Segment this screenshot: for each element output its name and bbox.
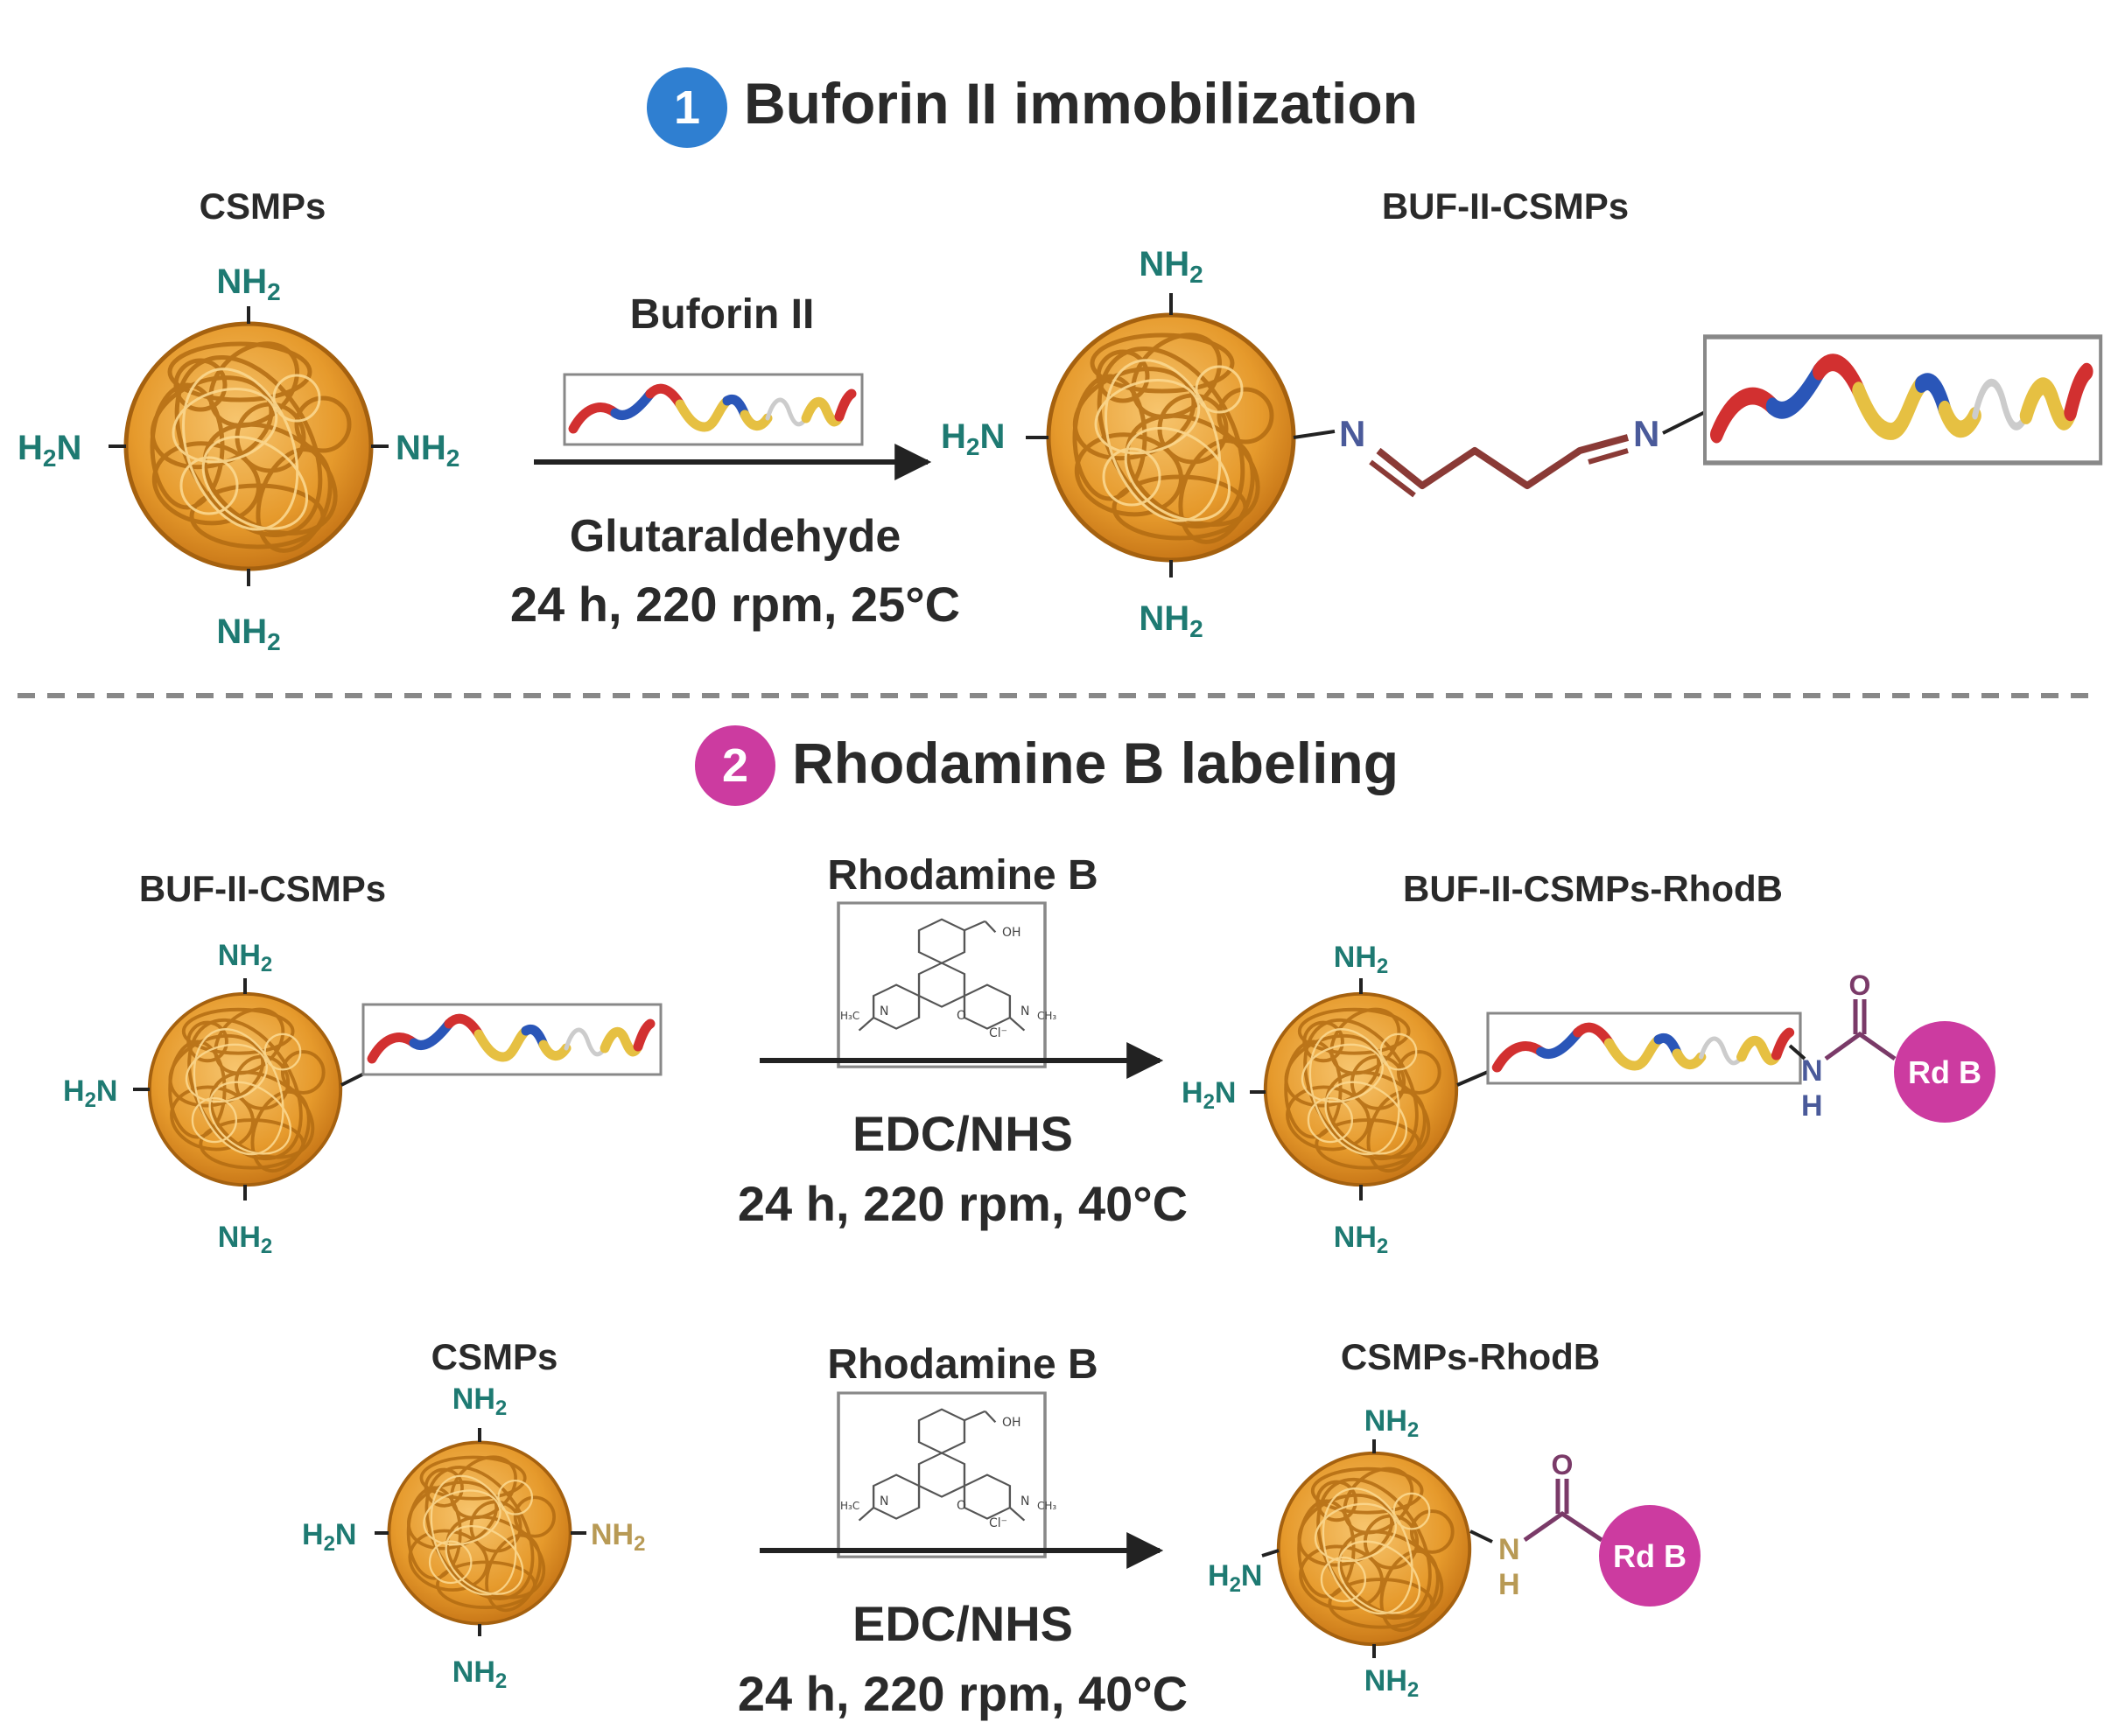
step-1-badge (647, 67, 727, 148)
amine-left-2: H2N (941, 417, 1005, 460)
row2-right-amine-left: H2N (1208, 1559, 1262, 1597)
row1-rhod-ch3: CH₃ (1037, 1010, 1056, 1022)
row2-coupling: EDC/NHS (852, 1596, 1073, 1651)
row1-rhod-cl: Cl⁻ (989, 1026, 1007, 1040)
imine-n-left: N (1339, 413, 1365, 454)
row2-left-amine-bottom: NH2 (452, 1656, 507, 1693)
row2-right-label: CSMPs-RhodB (1341, 1336, 1600, 1377)
amine-bottom: NH2 (216, 612, 280, 655)
step-2-title: Rhodamine B labeling (792, 731, 1399, 795)
row2-right-sphere (1276, 1451, 1472, 1647)
row1-rhod-n-right: N (1020, 1004, 1029, 1018)
row2-left-amine-right: NH2 (591, 1518, 645, 1556)
step-1-title: Buforin II immobilization (744, 71, 1418, 136)
step-1-number: 1 (674, 81, 700, 134)
glutaraldehyde-label: Glutaraldehyde (570, 511, 901, 562)
row1-amide-n: N (1801, 1054, 1823, 1088)
row1-rhod-o: O (957, 1009, 966, 1023)
row2-left-amine-top: NH2 (452, 1382, 507, 1420)
row2-amide-h: H (1498, 1568, 1520, 1601)
row1-right-amine-bottom: NH2 (1334, 1221, 1388, 1258)
row2-rdb-label: Rd B (1613, 1538, 1687, 1574)
row1-rdb-circle (1894, 1021, 1995, 1123)
row1-rhod-n-left: N (880, 1004, 888, 1018)
row2-rhod-oh: OH (1002, 1416, 1021, 1430)
row2-conditions: 24 h, 220 rpm, 40°C (738, 1666, 1188, 1721)
row2-left-sphere (387, 1440, 572, 1626)
row1-left-label: BUF-II-CSMPs (139, 868, 386, 909)
row1-reagent-label: Rhodamine B (827, 852, 1098, 899)
amine-top-2: NH2 (1139, 245, 1203, 288)
imine-n-right: N (1633, 413, 1659, 454)
row2-right-amine-top: NH2 (1364, 1404, 1419, 1442)
row1-left-sphere (147, 991, 343, 1187)
row1-rhod-oh: OH (1002, 926, 1021, 940)
amine-top: NH2 (216, 262, 280, 305)
row2-reagent-label: Rhodamine B (827, 1341, 1098, 1388)
csmps-label: CSMPs (200, 186, 326, 227)
row1-left-peptide-icon (363, 1004, 661, 1074)
row1-left-amine-top: NH2 (218, 939, 272, 976)
amine-left: H2N (18, 429, 81, 472)
immobilized-peptide-icon (1705, 337, 2100, 463)
csmps-sphere (126, 324, 371, 569)
row1-amide-h: H (1801, 1089, 1823, 1123)
row1-right-peptide-icon (1488, 1013, 1800, 1083)
amine-right: NH2 (396, 429, 459, 472)
buforin-ii-peptide-icon (565, 374, 862, 444)
buforin-ii-label: Buforin II (630, 291, 815, 338)
amine-bottom-2: NH2 (1139, 599, 1203, 642)
row2-left-amine-left: H2N (302, 1518, 356, 1556)
row1-right-amine-top: NH2 (1334, 941, 1388, 978)
glutaraldehyde-linker (1376, 434, 1630, 489)
row1-rdb-label: Rd B (1908, 1054, 1981, 1090)
step-2-badge (695, 725, 775, 806)
row1-rhod-h3c: H₃C (840, 1010, 859, 1022)
row1-left-amine-bottom: NH2 (218, 1221, 272, 1258)
row1-left-amine-left: H2N (63, 1074, 117, 1112)
row2-carbonyl-o: O (1552, 1449, 1574, 1480)
step-2-number: 2 (722, 739, 748, 792)
row1-conditions: 24 h, 220 rpm, 40°C (738, 1176, 1188, 1231)
buf-ii-csmps-sphere (1048, 315, 1294, 560)
buf-ii-csmps-label: BUF-II-CSMPs (1382, 186, 1629, 227)
row2-rhod-o: O (957, 1499, 966, 1513)
row1-right-amine-left: H2N (1182, 1076, 1236, 1114)
row2-rhod-h3c: H₃C (840, 1500, 859, 1512)
row1-coupling: EDC/NHS (852, 1106, 1073, 1161)
row1-right-label: BUF-II-CSMPs-RhodB (1403, 868, 1783, 909)
row2-rdb-circle (1599, 1505, 1701, 1606)
row2-amide-n: N (1498, 1533, 1520, 1566)
row2-rhod-cl: Cl⁻ (989, 1516, 1007, 1530)
row1-carbonyl-o: O (1849, 970, 1871, 1001)
row2-right-amine-bottom: NH2 (1364, 1664, 1419, 1702)
conditions-1: 24 h, 220 rpm, 25°C (510, 577, 960, 632)
row2-left-label: CSMPs (431, 1336, 558, 1377)
row2-rhod-n-right: N (1020, 1494, 1029, 1508)
row2-rhod-n-left: N (880, 1494, 888, 1508)
row2-rhod-ch3: CH₃ (1037, 1500, 1056, 1512)
row1-right-sphere (1263, 991, 1459, 1187)
